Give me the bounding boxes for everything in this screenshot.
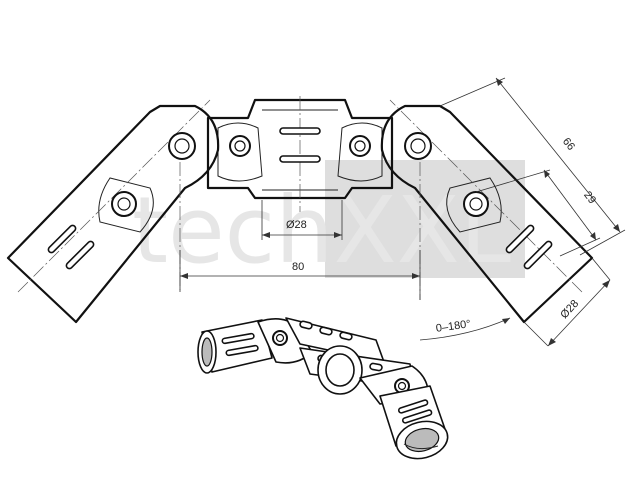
dimension-side-length: 66 <box>439 77 626 256</box>
dim-label-hole-spacing: 29 <box>581 189 598 206</box>
dim-label-center-bore: Ø28 <box>286 219 307 231</box>
dimension-angle: 0–180° <box>419 317 511 341</box>
center-hub <box>206 96 394 212</box>
dim-label-side-length: 66 <box>560 136 577 153</box>
right-arm <box>380 99 594 324</box>
dimension-side-bore: Ø28 <box>523 257 611 347</box>
dimension-center-distance: 80 <box>179 250 421 300</box>
dimension-center-bore: Ø28 <box>261 200 343 240</box>
watermark: techXXL <box>132 160 525 284</box>
dim-label-center-distance: 80 <box>292 261 304 273</box>
dim-label-side-bore: Ø28 <box>558 298 581 321</box>
watermark-text: techXXL <box>132 177 511 284</box>
left-arm <box>6 99 220 324</box>
isometric-view <box>197 317 449 460</box>
dimension-hole-spacing: 29 <box>475 169 601 257</box>
dim-label-angle: 0–180° <box>435 318 471 335</box>
